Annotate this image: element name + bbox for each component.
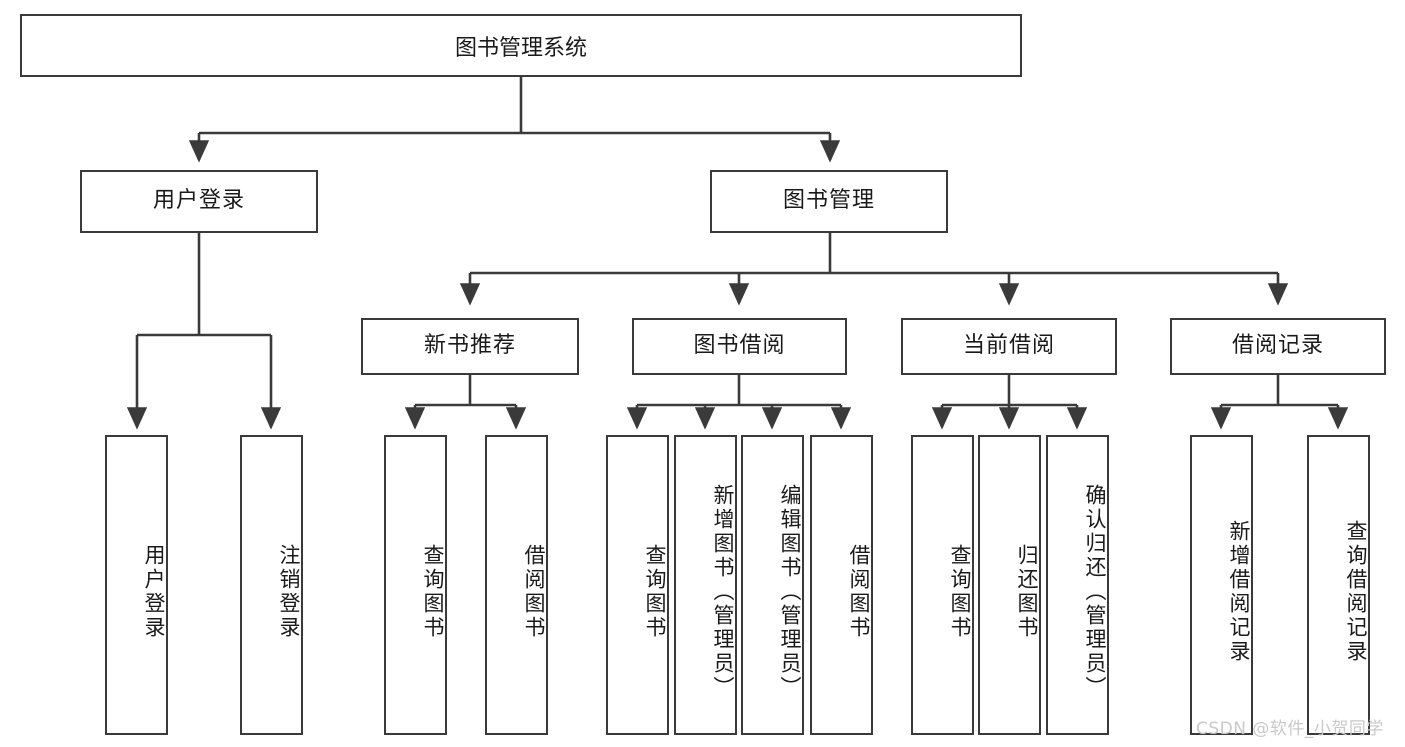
leaf-book-borrow-add-book-label: 新增图书（管理员） bbox=[711, 484, 735, 700]
leaf-user-login-signin[interactable]: 用户登录 bbox=[105, 435, 168, 735]
leaf-book-borrow-edit-book-label: 编辑图书（管理员） bbox=[778, 484, 802, 700]
leaf-book-borrow-borrow-book-label: 借阅图书 bbox=[847, 544, 871, 640]
leaf-book-borrow-add-book[interactable]: 新增图书（管理员） bbox=[674, 435, 737, 735]
leaf-current-borrow-query-book-label: 查询图书 bbox=[948, 544, 972, 640]
node-new-book-recommend[interactable]: 新书推荐 bbox=[361, 318, 579, 375]
leaf-new-book-borrow-book-label: 借阅图书 bbox=[522, 544, 546, 640]
node-root-system-label: 图书管理系统 bbox=[454, 35, 587, 61]
leaf-borrow-record-query-record-label: 查询借阅记录 bbox=[1344, 520, 1368, 664]
leaf-current-borrow-query-book[interactable]: 查询图书 bbox=[911, 435, 974, 735]
node-root-system[interactable]: 图书管理系统 bbox=[20, 14, 1022, 77]
node-borrow-record[interactable]: 借阅记录 bbox=[1170, 318, 1386, 375]
leaf-book-borrow-query-book-label: 查询图书 bbox=[643, 544, 667, 640]
leaf-current-borrow-return-book[interactable]: 归还图书 bbox=[978, 435, 1041, 735]
leaf-borrow-record-query-record[interactable]: 查询借阅记录 bbox=[1307, 435, 1370, 735]
leaf-new-book-query-book-label: 查询图书 bbox=[421, 544, 445, 640]
leaf-current-borrow-confirm-return-label: 确认归还（管理员） bbox=[1083, 484, 1107, 700]
leaf-book-borrow-edit-book[interactable]: 编辑图书（管理员） bbox=[741, 435, 804, 735]
node-current-borrow[interactable]: 当前借阅 bbox=[901, 318, 1117, 375]
node-user-login-label: 用户登录 bbox=[152, 188, 245, 214]
node-user-login[interactable]: 用户登录 bbox=[80, 170, 318, 233]
leaf-borrow-record-add-record[interactable]: 新增借阅记录 bbox=[1190, 435, 1253, 735]
leaf-user-login-signout[interactable]: 注销登录 bbox=[240, 435, 303, 735]
node-book-borrow[interactable]: 图书借阅 bbox=[632, 318, 847, 375]
leaf-current-borrow-confirm-return[interactable]: 确认归还（管理员） bbox=[1046, 435, 1109, 735]
node-new-book-recommend-label: 新书推荐 bbox=[423, 333, 516, 359]
node-book-management-label: 图书管理 bbox=[782, 188, 875, 214]
node-current-borrow-label: 当前借阅 bbox=[962, 333, 1055, 359]
leaf-current-borrow-return-book-label: 归还图书 bbox=[1015, 544, 1039, 640]
leaf-borrow-record-add-record-label: 新增借阅记录 bbox=[1227, 520, 1251, 664]
csdn-watermark: CSDN @软件_小贺同学 bbox=[1196, 719, 1384, 739]
node-borrow-record-label: 借阅记录 bbox=[1231, 333, 1324, 359]
leaf-new-book-borrow-book[interactable]: 借阅图书 bbox=[485, 435, 548, 735]
leaf-user-login-signin-label: 用户登录 bbox=[142, 544, 166, 640]
leaf-user-login-signout-label: 注销登录 bbox=[277, 544, 301, 640]
node-book-borrow-label: 图书借阅 bbox=[693, 333, 786, 359]
leaf-book-borrow-borrow-book[interactable]: 借阅图书 bbox=[810, 435, 873, 735]
node-book-management[interactable]: 图书管理 bbox=[710, 170, 948, 233]
leaf-new-book-query-book[interactable]: 查询图书 bbox=[384, 435, 447, 735]
leaf-book-borrow-query-book[interactable]: 查询图书 bbox=[606, 435, 669, 735]
